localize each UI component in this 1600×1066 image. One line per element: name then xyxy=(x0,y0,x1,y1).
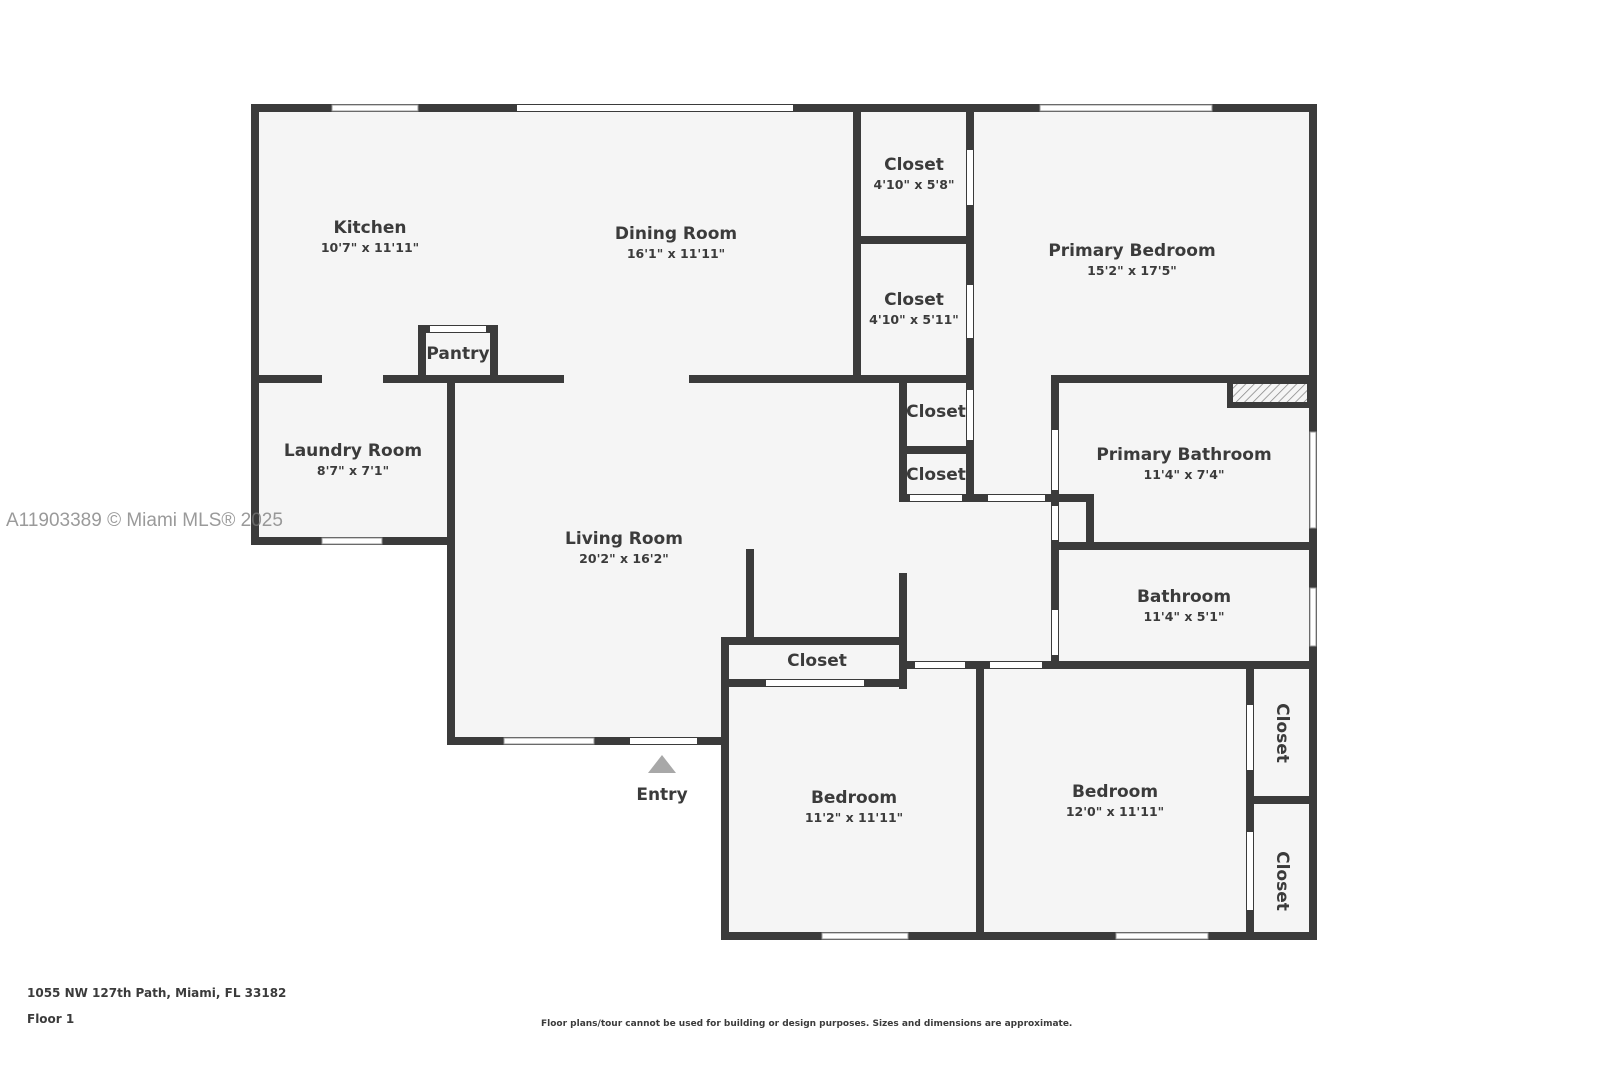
room-name: Bedroom xyxy=(1072,782,1158,802)
room-name: Closet xyxy=(906,465,966,485)
door-openings xyxy=(430,105,1253,910)
room-labels: Kitchen 10'7" x 11'11" Dining Room 16'1"… xyxy=(284,155,1292,911)
room-name: Bathroom xyxy=(1137,587,1231,607)
room-dims: 11'4" x 5'1" xyxy=(1144,609,1225,624)
room-name: Closet xyxy=(884,290,944,310)
room-name: Closet xyxy=(1272,851,1292,911)
room-name: Living Room xyxy=(565,529,683,549)
room-dims: 4'10" x 5'8" xyxy=(874,177,955,192)
windows xyxy=(321,104,1317,940)
room-name: Dining Room xyxy=(615,224,737,244)
room-name: Laundry Room xyxy=(284,441,422,461)
room-name: Closet xyxy=(906,402,966,422)
floor-area xyxy=(255,108,1313,936)
room-name: Closet xyxy=(884,155,944,175)
room-dims: 20'2" x 16'2" xyxy=(579,551,669,566)
room-dims: 11'4" x 7'4" xyxy=(1144,467,1225,482)
entry-label: Entry xyxy=(636,785,687,805)
entry-arrow-icon xyxy=(648,755,676,773)
room-name: Pantry xyxy=(426,344,489,364)
room-dims: 8'7" x 7'1" xyxy=(317,463,389,478)
room-dims: 11'2" x 11'11" xyxy=(805,810,903,825)
room-name: Closet xyxy=(1272,703,1292,763)
room-dims: 16'1" x 11'11" xyxy=(627,246,725,261)
room-name: Primary Bedroom xyxy=(1048,241,1215,261)
hatched-fixture xyxy=(1227,378,1313,408)
disclaimer: Floor plans/tour cannot be used for buil… xyxy=(541,1019,1073,1029)
room-name: Closet xyxy=(787,651,847,671)
room-dims: 15'2" x 17'5" xyxy=(1087,263,1177,278)
room-name: Primary Bathroom xyxy=(1096,445,1271,465)
watermark: A11903389 © Miami MLS® 2025 xyxy=(6,510,283,531)
room-dims: 10'7" x 11'11" xyxy=(321,240,419,255)
room-name: Bedroom xyxy=(811,788,897,808)
room-dims: 12'0" x 11'11" xyxy=(1066,804,1164,819)
address: 1055 NW 127th Path, Miami, FL 33182 xyxy=(27,986,287,1000)
room-name: Kitchen xyxy=(334,218,407,238)
floor-label: Floor 1 xyxy=(27,1012,75,1026)
room-dims: 4'10" x 5'11" xyxy=(869,312,959,327)
